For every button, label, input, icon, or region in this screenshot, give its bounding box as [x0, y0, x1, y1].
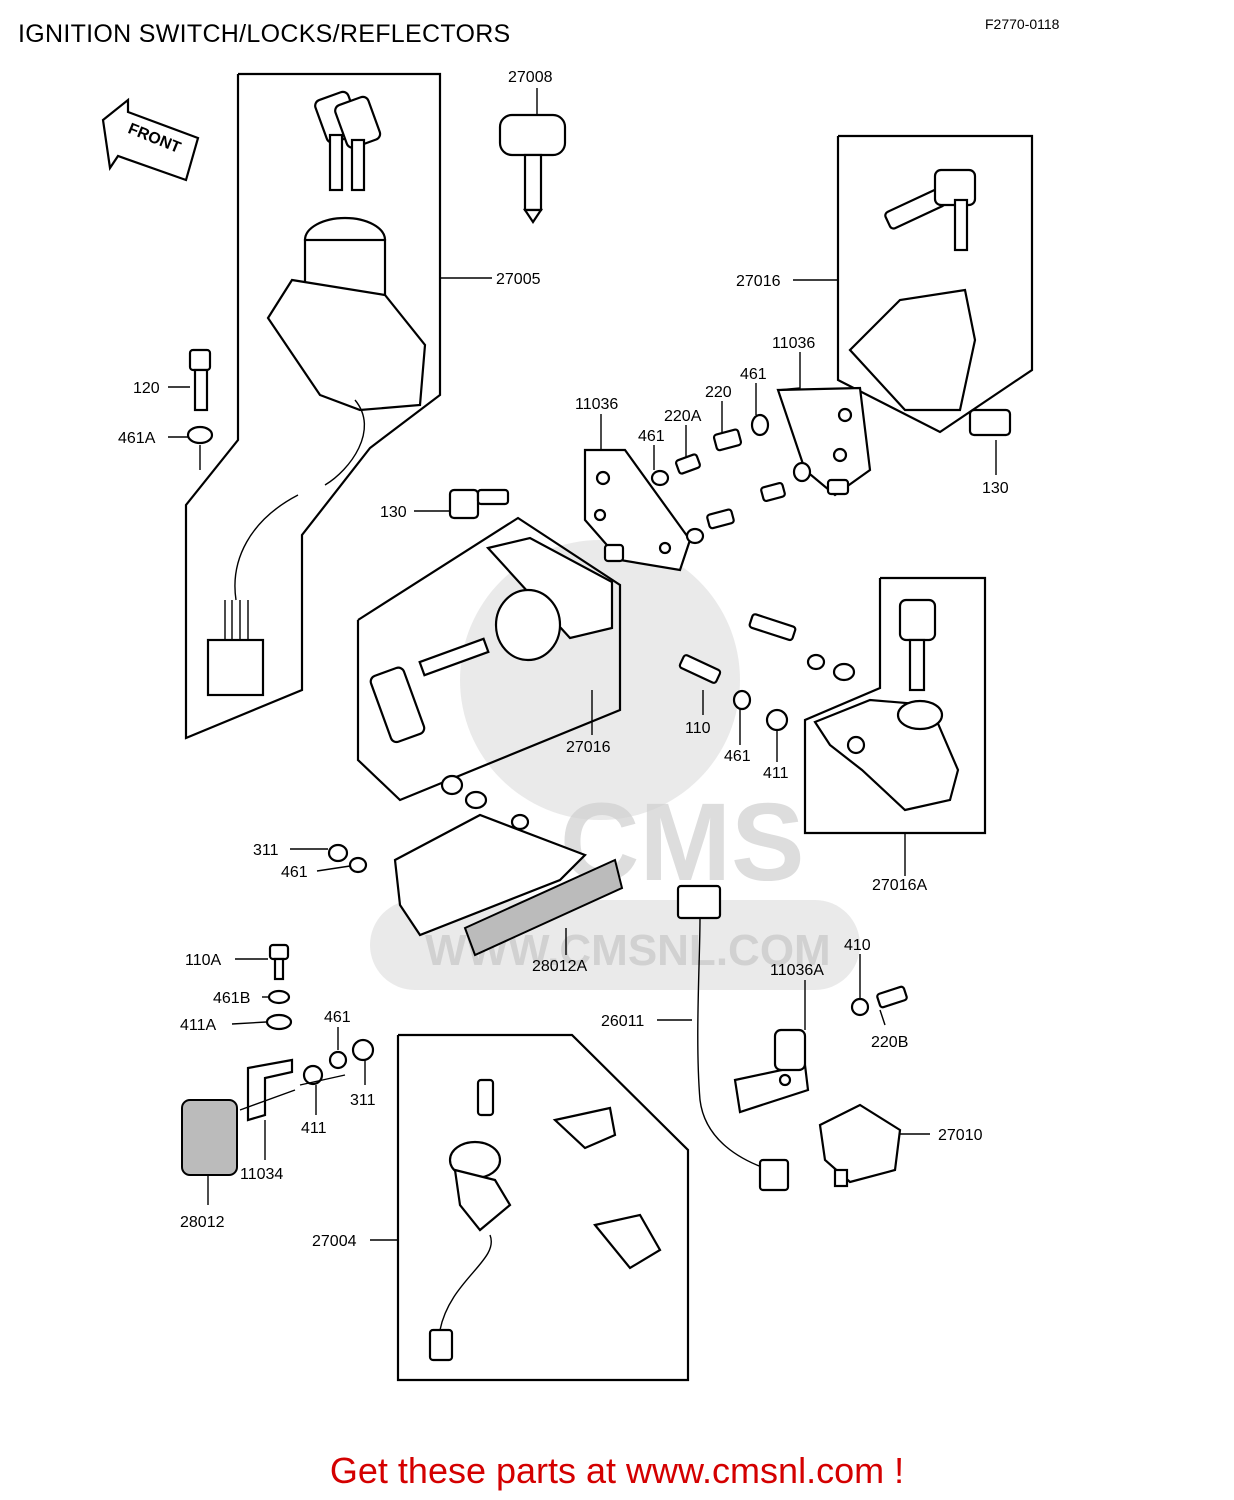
- callout-311-a: 311: [253, 842, 279, 859]
- callout-27016-top: 27016: [736, 273, 781, 290]
- callout-461-e: 461: [324, 1009, 351, 1026]
- switch-kit-27004: [428, 1078, 662, 1362]
- switch-27010: [818, 1103, 902, 1188]
- callout-labels: 27008 27005 120 461A 27016 11036 461 220…: [118, 69, 1009, 1250]
- callout-411-b: 411: [301, 1120, 327, 1137]
- callout-130-right: 130: [982, 480, 1009, 497]
- callout-27016-helmet: 27016: [566, 739, 611, 756]
- callout-411-a: 411: [763, 765, 789, 782]
- callout-461-b: 461: [638, 428, 665, 445]
- callout-27008: 27008: [508, 69, 553, 86]
- callout-27010: 27010: [938, 1127, 983, 1144]
- callout-220B: 220B: [871, 1034, 908, 1051]
- callout-461B: 461B: [213, 990, 250, 1007]
- callout-311-b: 311: [350, 1092, 376, 1109]
- callout-11034: 11034: [240, 1166, 283, 1183]
- callout-461-d: 461: [281, 864, 308, 881]
- ignition-switch-frame: [184, 72, 442, 740]
- seat-lock-top: [848, 168, 1012, 437]
- bolt-120: [186, 348, 214, 470]
- callout-110A: 110A: [185, 952, 222, 969]
- callout-411A: 411A: [180, 1017, 217, 1034]
- bracket-11036-left: [583, 448, 692, 572]
- callout-11036-left: 11036: [575, 396, 618, 413]
- callout-461-c: 461: [724, 748, 751, 765]
- footer-link-text[interactable]: Get these parts at www.cmsnl.com !: [329, 1450, 905, 1491]
- key-27008: [498, 113, 567, 224]
- callout-110: 110: [685, 720, 711, 737]
- callout-220: 220: [705, 384, 732, 401]
- callout-461-a: 461: [740, 366, 767, 383]
- callout-410: 410: [844, 937, 871, 954]
- callout-27005: 27005: [496, 271, 541, 288]
- fork-lock: [678, 598, 960, 812]
- diagram-title: IGNITION SWITCH/LOCKS/REFLECTORS: [18, 20, 511, 48]
- reflector-28012: [181, 943, 375, 1176]
- switch-kit-frame: [396, 1033, 690, 1382]
- leader-lines: [168, 88, 997, 1241]
- callout-11036A: 11036A: [770, 962, 824, 979]
- callout-27016A: 27016A: [872, 877, 927, 894]
- callout-130-left: 130: [380, 504, 407, 521]
- callout-11036-right: 11036: [772, 335, 815, 352]
- callout-27004: 27004: [312, 1233, 357, 1250]
- callout-28012: 28012: [180, 1214, 225, 1231]
- seat-lock-frame: [836, 134, 1034, 434]
- figure-code: F2770-0118: [985, 16, 1060, 32]
- callout-220A: 220A: [664, 408, 702, 425]
- helmet-lock: [369, 536, 614, 744]
- callout-28012A: 28012A: [532, 958, 587, 975]
- harness-26011: [676, 884, 790, 1192]
- callout-26011: 26011: [601, 1013, 644, 1030]
- reflector-28012A: [327, 774, 624, 957]
- callout-461A: 461A: [118, 430, 156, 447]
- helmet-lock-frame: [356, 516, 622, 802]
- fasteners-upper: [448, 413, 812, 545]
- front-direction-arrow: FRONT: [101, 97, 200, 182]
- ignition-switch: [206, 90, 427, 697]
- bracket-11036A: [733, 985, 908, 1114]
- fork-lock-frame: [803, 576, 987, 835]
- callout-120: 120: [133, 380, 160, 397]
- bracket-11036-right: [776, 386, 872, 497]
